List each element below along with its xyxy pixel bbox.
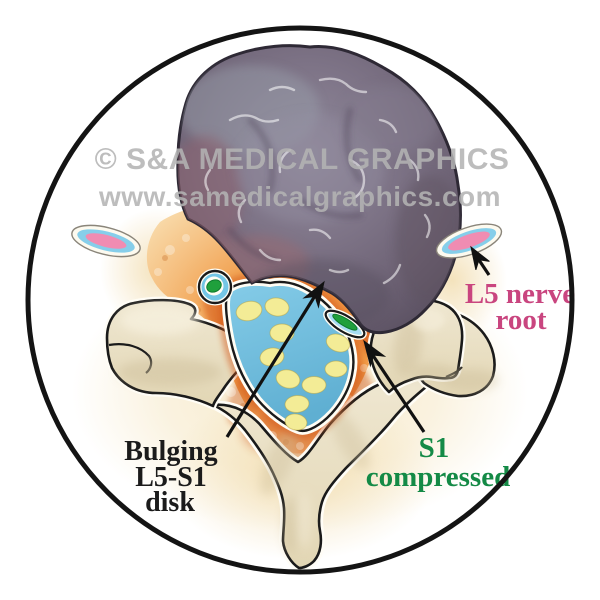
vertebral-bone (103, 296, 499, 572)
l5-label-line1: L5 nerve (465, 278, 575, 310)
bulging-label-line1: Bulging (124, 436, 217, 467)
s1-label-line2: compressed (366, 461, 510, 493)
left-l5-nerve-root (71, 224, 141, 258)
watermark: © S&A MEDICAL GRAPHICS www.samedicalgrap… (95, 143, 510, 212)
thecal-sac (217, 273, 362, 440)
bulging-disk-arrow (225, 280, 325, 438)
thecal-sac-outline (224, 280, 355, 432)
bulging-label-line3: disk (145, 487, 195, 518)
bone-shading (118, 305, 498, 553)
annotation-labels: L5 nerve root S1 compressed Bulging L5-S… (124, 278, 575, 518)
l5-label-line2: root (495, 304, 546, 336)
watermark-line2: www.samedicalgraphics.com (98, 181, 501, 212)
bulging-label-line2: L5-S1 (135, 462, 207, 493)
s1-label-line1: S1 (419, 432, 450, 464)
left-exiting-nerve (196, 268, 234, 306)
disk-highlight-squiggles (204, 77, 431, 316)
bulging-disk-label: Bulging L5-S1 disk (124, 436, 217, 518)
s1-compressed-nerve (323, 308, 367, 340)
watermark-line1: © S&A MEDICAL GRAPHICS (95, 143, 510, 176)
s1-compressed-label: S1 compressed (366, 432, 510, 493)
l5-nerve-root-arrow (470, 245, 491, 276)
illustration-circle-border (25, 25, 575, 575)
s1-compressed-arrow (363, 339, 426, 433)
annotation-arrows (225, 245, 491, 438)
l5-nerve-root-label: L5 nerve root (465, 278, 575, 336)
